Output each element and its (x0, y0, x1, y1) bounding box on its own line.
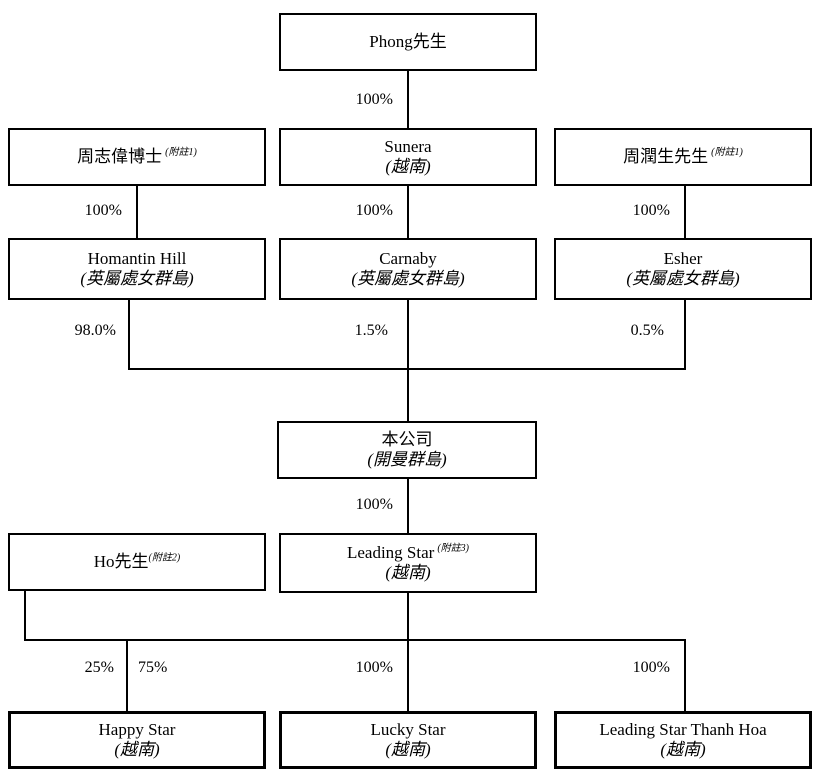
connector-phong-to-sunera (407, 71, 409, 128)
node-ho-note-ref: (附註2) (148, 552, 181, 564)
pct-sunera-to-carnaby: 100% (355, 202, 393, 219)
node-leading-star-thanh-hoa-jurisdiction: (越南) (660, 740, 706, 759)
node-ho: Ho先生(附註2) (8, 533, 266, 591)
connector-leading-star-to-thanh-hoa (684, 639, 686, 711)
node-leading-star-note-ref: (附註3) (437, 543, 469, 555)
node-phong-name: Phong先生 (369, 31, 447, 51)
node-phong: Phong先生 (279, 13, 537, 71)
node-esher-jurisdiction: (英屬處女群島) (626, 269, 740, 288)
pct-company-to-leading-star: 100% (355, 496, 393, 513)
node-company-jurisdiction: (開曼群島) (367, 450, 447, 469)
connector-ho-drop (24, 591, 26, 641)
node-chow-yun-sang-note-ref: (附註1) (711, 147, 743, 159)
pct-esher-to-company: 0.5% (630, 322, 664, 339)
node-company: 本公司 (開曼群島) (277, 421, 537, 479)
node-leading-star-name: Leading Star (346, 542, 435, 562)
node-happy-star-name: Happy Star (98, 719, 176, 739)
node-leading-star-jurisdiction: (越南) (385, 563, 431, 582)
pct-chow-yun-sang-to-esher: 100% (632, 202, 670, 219)
node-leading-star-thanh-hoa: Leading Star Thanh Hoa (越南) (554, 711, 812, 769)
connector-leading-star-to-lucky-star (407, 639, 409, 711)
node-carnaby-jurisdiction: (英屬處女群島) (351, 269, 465, 288)
pct-leading-star-to-lucky-star: 100% (355, 659, 393, 676)
node-sunera-name: Sunera (384, 136, 432, 156)
node-ho-label: Ho先生(附註2) (94, 552, 180, 572)
node-happy-star-jurisdiction: (越南) (114, 740, 160, 759)
connector-esher-drop (684, 300, 686, 370)
pct-leading-star-to-happy-star: 75% (138, 659, 168, 676)
connector-carnaby-drop (407, 300, 409, 370)
connector-chow-chi-wai-to-homantin (136, 186, 138, 238)
node-carnaby: Carnaby (英屬處女群島) (279, 238, 537, 300)
node-happy-star: Happy Star (越南) (8, 711, 266, 769)
node-lucky-star-jurisdiction: (越南) (385, 740, 431, 759)
node-leading-star-thanh-hoa-name: Leading Star Thanh Hoa (599, 719, 767, 739)
pct-phong-to-sunera: 100% (355, 91, 393, 108)
node-leading-star-label: Leading Star(附註3) (347, 543, 469, 563)
connector-ho-to-happy-star (126, 639, 128, 711)
node-chow-chi-wai-name: 周志偉博士 (77, 146, 163, 166)
node-homantin-hill-jurisdiction: (英屬處女群島) (80, 269, 194, 288)
pct-carnaby-to-company: 1.5% (354, 322, 388, 339)
node-esher: Esher (英屬處女群島) (554, 238, 812, 300)
node-chow-chi-wai-label: 周志偉博士(附註1) (77, 147, 197, 167)
node-sunera-jurisdiction: (越南) (385, 157, 431, 176)
node-phong-label: Phong先生 (369, 32, 446, 52)
node-lucky-star-name: Lucky Star (370, 719, 446, 739)
node-sunera: Sunera (越南) (279, 128, 537, 186)
pct-chow-chi-wai-to-homantin: 100% (84, 202, 122, 219)
connector-leading-star-bus (24, 639, 686, 641)
node-chow-chi-wai-note-ref: (附註1) (165, 147, 197, 159)
node-leading-star: Leading Star(附註3) (越南) (279, 533, 537, 593)
node-lucky-star: Lucky Star (越南) (279, 711, 537, 769)
node-chow-yun-sang-name: 周潤生先生 (623, 146, 709, 166)
pct-leading-star-to-thanh-hoa: 100% (632, 659, 670, 676)
node-ho-name: Ho先生 (93, 551, 149, 571)
node-homantin-hill-name: Homantin Hill (87, 248, 187, 268)
connector-sunera-to-carnaby (407, 186, 409, 238)
connector-company-to-leading-star (407, 479, 409, 533)
node-chow-yun-sang: 周潤生先生(附註1) (554, 128, 812, 186)
pct-ho-to-happy-star: 25% (84, 659, 114, 676)
node-sunera-label: Sunera (384, 137, 431, 157)
connector-homantin-drop (128, 300, 130, 370)
node-homantin-hill: Homantin Hill (英屬處女群島) (8, 238, 266, 300)
node-company-name: 本公司 (381, 429, 433, 449)
node-chow-yun-sang-label: 周潤生先生(附註1) (623, 147, 743, 167)
connector-chow-yun-sang-to-esher (684, 186, 686, 238)
node-esher-name: Esher (663, 248, 703, 268)
node-chow-chi-wai: 周志偉博士(附註1) (8, 128, 266, 186)
connector-leading-star-drop (407, 593, 409, 641)
node-carnaby-name: Carnaby (379, 248, 437, 268)
connector-bus-to-company (407, 368, 409, 421)
pct-homantin-to-company: 98.0% (74, 322, 116, 339)
